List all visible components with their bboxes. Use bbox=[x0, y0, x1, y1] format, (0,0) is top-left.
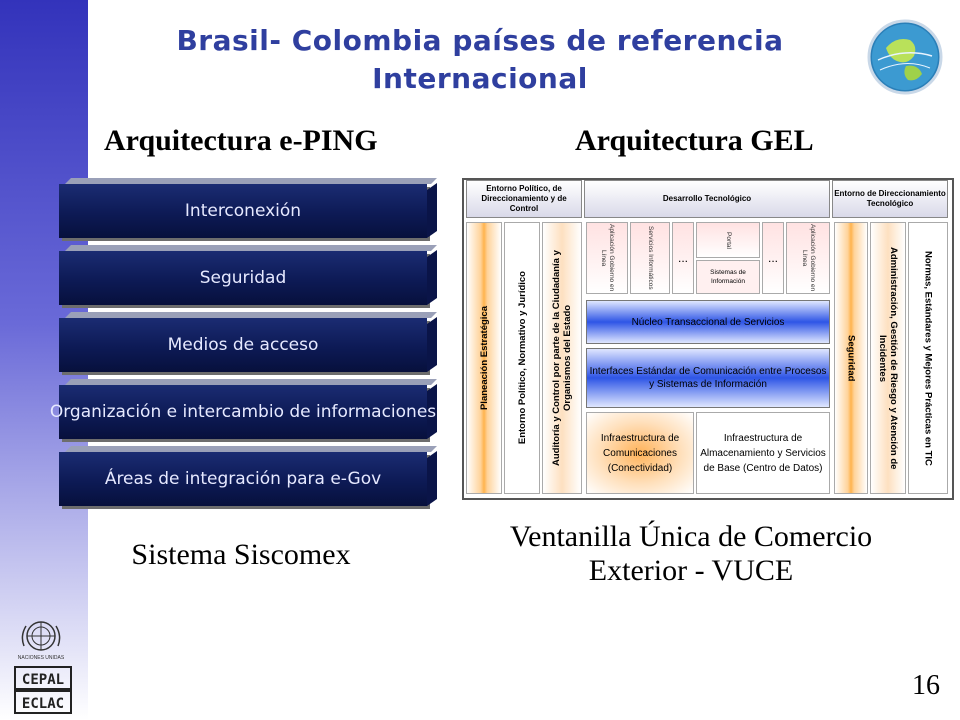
e-ping-diagram: Interconexión Seguridad Medios de acceso… bbox=[50, 170, 440, 506]
box-servicios: Servicios Informáticos bbox=[630, 222, 670, 294]
svg-text:NACIONES UNIDAS: NACIONES UNIDAS bbox=[18, 655, 65, 661]
layer-medios-de-acceso: Medios de acceso bbox=[59, 312, 437, 372]
header-entorno-direccionamiento: Entorno de Direccionamiento Tecnológico bbox=[832, 180, 948, 218]
layer-seguridad: Seguridad bbox=[59, 245, 437, 305]
col-normas: Normas, Estándares y Mejores Prácticas e… bbox=[908, 222, 948, 494]
title-line-2: Internacional bbox=[372, 62, 588, 95]
gel-heading: Arquitectura GEL bbox=[575, 124, 814, 157]
layer-areas-integracion: Áreas de integración para e-Gov bbox=[59, 446, 437, 506]
box-infra-comunicaciones: Infraestructura de Comunicaciones (Conec… bbox=[586, 412, 694, 494]
box-sistemas: Sistemas de Información bbox=[696, 260, 760, 294]
header-entorno-politico: Entorno Político, de Direccionamiento y … bbox=[466, 180, 582, 218]
box-portal: Portal bbox=[696, 222, 760, 258]
dots-2: ... bbox=[762, 222, 784, 294]
page-number: 16 bbox=[912, 670, 940, 701]
un-logo-icon: NACIONES UNIDAS bbox=[18, 621, 65, 661]
col-entorno-politico: Entorno Político, Normativo y Jurídico bbox=[504, 222, 540, 494]
box-infra-almacenamiento: Infraestructura de Almacenamiento y Serv… bbox=[696, 412, 830, 494]
box-aplicacion-1: Aplicación Gobierno en Línea bbox=[586, 222, 628, 294]
svg-text:ECLAC: ECLAC bbox=[22, 696, 64, 712]
cepal-eclac-logo-icon: CEPAL ECLAC bbox=[14, 666, 72, 714]
col-seguridad: Seguridad bbox=[834, 222, 868, 494]
svg-text:CEPAL: CEPAL bbox=[22, 672, 64, 688]
e-ping-heading: Arquitectura e-PING bbox=[104, 124, 378, 157]
col-planeacion: Planeación Estratégica bbox=[466, 222, 502, 494]
vuce-caption: Ventanilla Única de Comercio Exterior - … bbox=[509, 520, 873, 587]
slide-title: Brasil- Colombia países de referencia In… bbox=[100, 22, 860, 98]
globe-icon bbox=[867, 19, 943, 95]
col-administracion: Administración, Gestión de Riesgo y Aten… bbox=[870, 222, 906, 494]
box-aplicacion-2: Aplicación Gobierno en Línea bbox=[786, 222, 830, 294]
box-interfaces: Interfaces Estándar de Comunicación entr… bbox=[586, 348, 830, 408]
layer-interconexion: Interconexión bbox=[59, 178, 437, 238]
gel-diagram: Entorno Político, de Direccionamiento y … bbox=[462, 178, 954, 500]
layer-organizacion: Organización e intercambio de informacio… bbox=[50, 379, 437, 439]
header-desarrollo: Desarrollo Tecnológico bbox=[584, 180, 830, 218]
dots-1: ... bbox=[672, 222, 694, 294]
siscomex-caption: Sistema Siscomex bbox=[131, 538, 351, 571]
col-auditoria: Auditoría y Control por parte de la Ciud… bbox=[542, 222, 582, 494]
title-line-1: Brasil- Colombia países de referencia bbox=[176, 24, 784, 57]
box-nucleo: Núcleo Transaccional de Servicios bbox=[586, 300, 830, 344]
